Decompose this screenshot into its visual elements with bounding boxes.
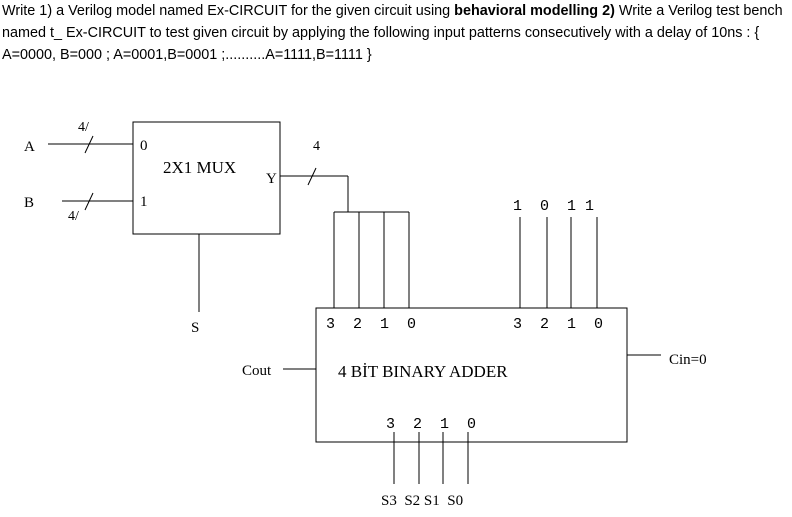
label-mux-out-width: 4 [313,139,320,154]
label-select: S [191,320,199,336]
mux-box [132,121,281,235]
label-mux-out: Y [266,171,277,187]
question-unit: ns [727,25,743,41]
label-const-bits: 1 0 1 1 [513,198,594,215]
label-adder-in-right: 3 2 1 0 [513,316,603,333]
label-b: B [24,195,34,211]
adder-box [315,307,628,443]
label-a: A [24,139,35,155]
label-mux-in0: 0 [140,138,148,154]
label-bus-b-width: 4/ [68,209,79,224]
label-bus-a-width: 4/ [78,120,89,135]
bus-slash-b [84,192,94,211]
question-part3: : { A=0000, B=000 ; A=0001,B=0001 ;.....… [2,25,760,63]
label-cout: Cout [242,363,272,379]
label-adder: 4 BİT BINARY ADDER [338,362,508,381]
label-sum-outputs: S3 S2 S1 S0 [381,493,463,509]
question-part1: Write 1) a Verilog model named Ex-CIRCUI… [2,3,455,19]
label-mux: 2X1 MUX [163,158,236,177]
question-text: Write 1) a Verilog model named Ex-CIRCUI… [2,0,790,66]
bus-slash-y [307,167,317,186]
label-adder-out-bits: 3 2 1 0 [386,416,476,433]
label-mux-in1: 1 [140,194,148,210]
question-part2: Write a Verilog test bench named t_ Ex-C… [2,3,783,41]
label-adder-in-left: 3 2 1 0 [326,316,416,333]
question-bold: behavioral modelling 2) [454,3,615,19]
bus-slash-a [84,135,94,154]
label-cin: Cin=0 [669,352,707,368]
